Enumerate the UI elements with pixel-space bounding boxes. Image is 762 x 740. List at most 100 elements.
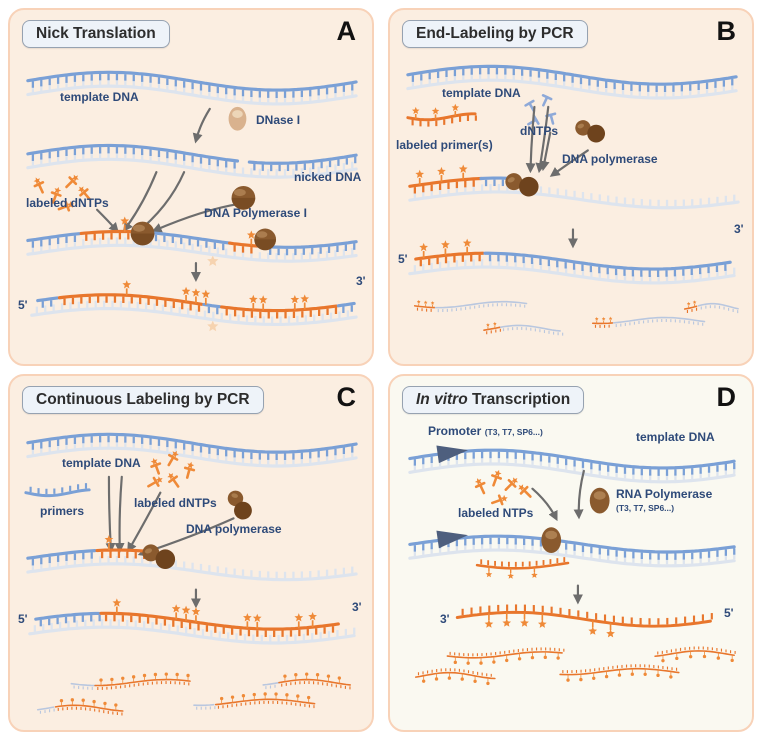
- star-label-icon: [248, 294, 258, 304]
- rna-transcript-fragment: [654, 646, 736, 663]
- primer-icon: [24, 483, 91, 498]
- star-label-icon: [518, 484, 526, 492]
- labeled-dntp-icon: [167, 473, 180, 488]
- panel-in-vitro-transcription: In vitro Transcription D Promoter (T3, T…: [388, 374, 754, 732]
- star-label-icon: [531, 571, 538, 578]
- star-label-icon: [258, 295, 268, 304]
- star-label-icon: [486, 322, 490, 327]
- labeled-product-fragment: [483, 321, 564, 336]
- star-label-icon: [191, 288, 201, 297]
- template-dna-strand: [406, 64, 738, 100]
- labeled-product-fragment: [70, 672, 191, 690]
- star-label-icon: [451, 103, 460, 111]
- dna-polymerase-peanut-icon: [142, 544, 176, 570]
- arrow-icon: [114, 475, 125, 554]
- star-label-icon: [171, 604, 181, 613]
- label-template-dna: template DNA: [62, 456, 141, 470]
- template-dna-strand: [26, 70, 358, 106]
- continuous-labeling-illustration: [24, 432, 358, 716]
- star-label-icon: [686, 301, 691, 306]
- promoter-icon: [436, 445, 469, 464]
- star-label-icon: [252, 613, 262, 622]
- rna-transcript-fragment: [559, 664, 680, 682]
- panel-d-letter: D: [716, 382, 737, 412]
- panel-a-title: Nick Translation: [22, 20, 170, 48]
- panel-end-labeling-by-pcr: End-Labeling by PCR B template DNA label…: [388, 8, 754, 366]
- star-label-icon: [520, 618, 529, 627]
- star-label-icon: [462, 238, 472, 247]
- label-five-prime: 5': [398, 252, 408, 266]
- label-rna-polymerase: RNA Polymerase(T3, T7, SP6...): [616, 488, 712, 513]
- panel-nick-translation: Nick Translation A template DNA DNase I …: [8, 8, 374, 366]
- arrow-icon: [573, 469, 585, 520]
- star-label-icon: [181, 286, 191, 295]
- label-dna-polymerase: DNA polymerase: [562, 152, 658, 166]
- star-label-icon: [474, 478, 482, 486]
- star-label-icon: [167, 473, 175, 480]
- end-labeled-product-strand: [408, 238, 736, 285]
- rna-transcript-fragment: [414, 668, 496, 686]
- arrow-icon: [95, 208, 119, 233]
- panel-d-title: In vitro Transcription: [402, 386, 585, 414]
- arrow-icon: [549, 149, 589, 177]
- label-labeled-dntps: labeled dNTPs: [134, 496, 217, 510]
- star-label-icon: [201, 289, 211, 298]
- label-template-dna: template DNA: [636, 430, 715, 444]
- star-label-icon: [415, 169, 425, 179]
- dnase-icon: [228, 106, 247, 131]
- star-label-icon: [437, 166, 446, 176]
- star-label-icon: [207, 320, 219, 332]
- panel-a-title-text: Nick Translation: [36, 25, 156, 42]
- star-label-icon: [54, 186, 62, 195]
- dna-polymerase-peanut-icon: [505, 173, 539, 197]
- label-dnase-i: DNase I: [256, 113, 301, 127]
- panel-d-title-text: Transcription: [467, 391, 571, 408]
- star-label-icon: [484, 619, 494, 628]
- labeled-product-fragment: [262, 672, 351, 690]
- star-label-icon: [155, 476, 163, 484]
- star-label-icon: [419, 242, 429, 252]
- star-label-icon: [290, 294, 300, 304]
- arrow-icon: [539, 131, 552, 172]
- labeled-product-fragment: [193, 692, 316, 710]
- dna-polymerase-peanut-icon: [227, 490, 252, 520]
- label-dntps: dNTPs: [520, 124, 559, 138]
- rna-polymerase-icon: [589, 487, 610, 514]
- star-label-icon: [33, 177, 41, 185]
- primer-extension-strand: [26, 535, 358, 582]
- labeled-dntp-cluster: [33, 174, 91, 212]
- rna-transcript-fragment: [446, 647, 565, 665]
- promoter-icon: [436, 530, 469, 549]
- label-five-prime: 5': [724, 606, 734, 620]
- star-label-icon: [181, 605, 191, 614]
- panel-d-title-italic: In vitro: [416, 391, 468, 408]
- star-label-icon: [150, 458, 158, 466]
- labeled-dntp-icon: [65, 174, 79, 189]
- star-label-icon: [588, 626, 598, 635]
- panel-continuous-labeling-by-pcr: Continuous Labeling by PCR C template DN…: [8, 374, 374, 732]
- labeled-dntp-icon: [50, 186, 62, 204]
- nascent-rna-strand: [475, 557, 570, 579]
- star-label-icon: [308, 612, 317, 621]
- labeled-dntp-icon: [518, 484, 532, 498]
- dna-polymerase-icon: [254, 228, 277, 251]
- labeled-dntp-cluster: [147, 450, 196, 488]
- dntp-cluster: [524, 94, 557, 126]
- label-rna-polymerase-text: RNA Polymerase: [616, 487, 713, 501]
- star-label-icon: [431, 107, 440, 115]
- dna-polymerase-icon: [231, 186, 256, 210]
- star-label-icon: [104, 535, 114, 544]
- label-labeled-ntps: labeled NTPs: [458, 506, 534, 520]
- labeled-dntp-icon: [147, 476, 163, 488]
- labeled-dntp-icon: [57, 200, 75, 212]
- arrow-icon: [122, 171, 158, 232]
- star-label-icon: [502, 618, 512, 627]
- dna-polymerase-icon: [130, 221, 155, 246]
- label-rna-polymerase-subtext: (T3, T7, SP6...): [616, 502, 675, 513]
- arrow-icon: [531, 487, 558, 522]
- panel-b-letter: B: [716, 16, 737, 46]
- star-label-icon: [507, 572, 514, 579]
- transcription-bubble-strand: [408, 534, 736, 568]
- labeled-product-fragment: [36, 698, 124, 716]
